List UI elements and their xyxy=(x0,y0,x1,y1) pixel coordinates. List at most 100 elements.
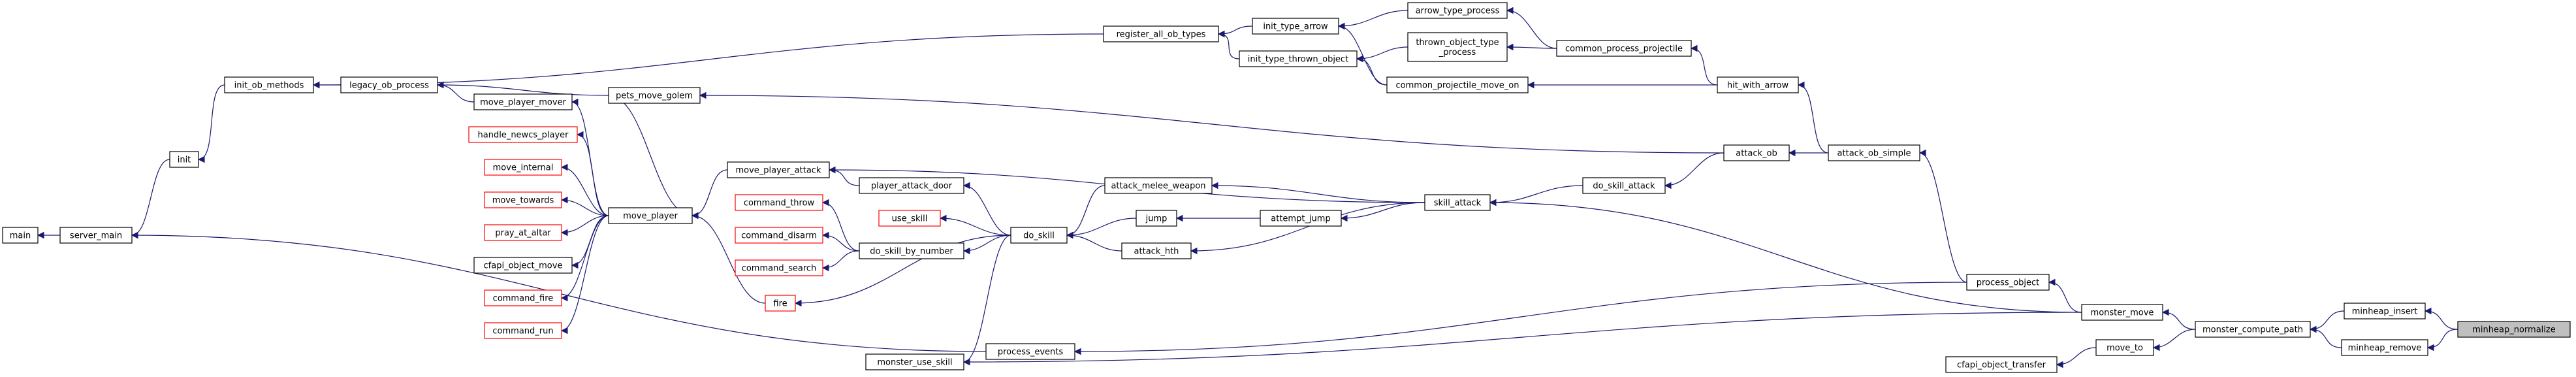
node-cfapi_object_move[interactable]: cfapi_object_move xyxy=(473,257,573,274)
node-do_skill_by_number[interactable]: do_skill_by_number xyxy=(859,242,964,259)
node-label-command_disarm: command_disarm xyxy=(741,231,817,241)
node-process_object[interactable]: process_object xyxy=(1966,274,2050,291)
node-pets_move_golem[interactable]: pets_move_golem xyxy=(608,87,701,104)
node-move_player_mover[interactable]: move_player_mover xyxy=(473,93,573,110)
node-pray_at_altar[interactable]: pray_at_altar xyxy=(484,224,562,241)
node-box-handle_newcs_player xyxy=(468,126,578,143)
node-main[interactable]: main xyxy=(2,227,39,244)
node-hit_with_arrow[interactable]: hit_with_arrow xyxy=(1717,76,1799,93)
node-command_search[interactable]: command_search xyxy=(735,259,823,276)
node-command_fire[interactable]: command_fire xyxy=(484,289,562,306)
node-label-legacy_ob_process: legacy_ob_process xyxy=(349,81,429,91)
node-minheap_insert[interactable]: minheap_insert xyxy=(2344,303,2426,320)
node-label-minheap_normalize: minheap_normalize xyxy=(2472,325,2555,335)
node-init_ob_methods[interactable]: init_ob_methods xyxy=(224,76,314,93)
node-box-attempt_jump xyxy=(1260,210,1342,227)
node-move_player_attack[interactable]: move_player_attack xyxy=(727,161,830,178)
edge-skill_attack-to-attack_hth xyxy=(1190,202,1425,255)
node-label-process_events: process_events xyxy=(998,348,1063,357)
node-label-monster_move: monster_move xyxy=(2091,308,2154,318)
node-label-move_player_mover: move_player_mover xyxy=(480,98,566,108)
node-box-attack_hth xyxy=(1121,242,1192,259)
node-label-thrown_object_type_process: thrown_object_type_process xyxy=(1416,38,1499,57)
edge-init_type_thrown_object-to-register_all_ob_types xyxy=(1217,30,1240,59)
node-command_disarm[interactable]: command_disarm xyxy=(735,227,823,244)
node-label-process_object: process_object xyxy=(1977,278,2040,288)
node-box-init_type_arrow xyxy=(1252,18,1339,35)
edge-init_ob_methods-to-init xyxy=(197,84,225,163)
node-arrow_type_process[interactable]: arrow_type_process xyxy=(1407,2,1508,19)
edge-minheap_normalize-to-minheap_insert xyxy=(2424,307,2458,330)
node-box-init xyxy=(169,151,199,168)
node-box-minheap_remove xyxy=(2341,339,2428,356)
node-box-move_to xyxy=(2095,339,2154,356)
node-label-handle_newcs_player: handle_newcs_player xyxy=(478,131,569,140)
node-box-cfapi_object_transfer xyxy=(1945,356,2058,373)
node-box-thrown_object_type_process xyxy=(1407,32,1508,62)
edge-common_process_projectile-to-arrow_type_process xyxy=(1506,7,1557,49)
edge-process_object-to-attack_ob_simple xyxy=(1918,149,1967,283)
edge-do_skill-to-player_attack_door xyxy=(962,182,1011,236)
node-box-common_projectile_move_on xyxy=(1386,76,1529,93)
node-handle_newcs_player[interactable]: handle_newcs_player xyxy=(468,126,578,143)
node-label-hit_with_arrow: hit_with_arrow xyxy=(1727,81,1789,91)
node-move_player[interactable]: move_player xyxy=(608,207,693,224)
node-server_main[interactable]: server_main xyxy=(59,227,133,244)
node-do_skill[interactable]: do_skill xyxy=(1010,227,1068,244)
node-init_type_arrow[interactable]: init_type_arrow xyxy=(1252,18,1339,35)
node-label-cfapi_object_move: cfapi_object_move xyxy=(484,261,563,271)
node-monster_use_skill[interactable]: monster_use_skill xyxy=(865,353,964,370)
node-label-attempt_jump: attempt_jump xyxy=(1271,214,1330,224)
node-command_throw[interactable]: command_throw xyxy=(735,194,823,211)
edge-do_skill_by_number-to-command_disarm xyxy=(821,231,860,252)
node-thrown_object_type_process[interactable]: thrown_object_type_process xyxy=(1407,32,1508,62)
node-move_towards[interactable]: move_towards xyxy=(484,191,562,208)
node-command_run[interactable]: command_run xyxy=(484,322,562,339)
node-move_internal[interactable]: move_internal xyxy=(484,159,562,176)
node-fire[interactable]: fire xyxy=(765,295,796,312)
node-attempt_jump[interactable]: attempt_jump xyxy=(1260,210,1342,227)
node-attack_ob_simple[interactable]: attack_ob_simple xyxy=(1828,144,1920,161)
node-box-arrow_type_process xyxy=(1407,2,1508,19)
node-box-server_main xyxy=(59,227,133,244)
node-label-move_player: move_player xyxy=(623,212,678,221)
node-skill_attack[interactable]: skill_attack xyxy=(1424,194,1491,211)
node-do_skill_attack[interactable]: do_skill_attack xyxy=(1582,177,1666,194)
edge-attack_ob-to-pets_move_golem xyxy=(699,91,1725,154)
node-common_projectile_move_on[interactable]: common_projectile_move_on xyxy=(1386,76,1529,93)
node-use_skill[interactable]: use_skill xyxy=(878,210,941,227)
node-minheap_remove[interactable]: minheap_remove xyxy=(2341,339,2428,356)
node-box-attack_melee_weapon xyxy=(1104,177,1213,194)
node-monster_move[interactable]: monster_move xyxy=(2081,304,2163,321)
node-box-player_attack_door xyxy=(859,177,964,194)
node-player_attack_door[interactable]: player_attack_door xyxy=(859,177,964,194)
node-box-fire xyxy=(765,295,796,312)
edge-attack_ob_simple-to-hit_with_arrow xyxy=(1797,81,1829,154)
node-register_all_ob_types[interactable]: register_all_ob_types xyxy=(1103,25,1219,42)
node-box-attack_ob xyxy=(1723,144,1790,161)
node-label-command_search: command_search xyxy=(742,264,817,274)
node-process_events[interactable]: process_events xyxy=(985,343,1075,360)
node-common_process_projectile[interactable]: common_process_projectile xyxy=(1556,40,1692,57)
node-init_type_thrown_object[interactable]: init_type_thrown_object xyxy=(1239,50,1358,67)
node-box-command_run xyxy=(484,322,562,339)
node-attack_hth[interactable]: attack_hth xyxy=(1121,242,1192,259)
node-attack_melee_weapon[interactable]: attack_melee_weapon xyxy=(1104,177,1213,194)
node-minheap_normalize[interactable]: minheap_normalize xyxy=(2457,321,2571,338)
node-cfapi_object_transfer[interactable]: cfapi_object_transfer xyxy=(1945,356,2058,373)
node-monster_compute_path[interactable]: monster_compute_path xyxy=(2195,321,2311,338)
node-label-cfapi_object_transfer: cfapi_object_transfer xyxy=(1957,361,2046,370)
edge-monster_move-to-skill_attack xyxy=(1489,199,2082,313)
edge-register_all_ob_types-to-init_ob_methods xyxy=(312,33,1104,89)
node-attack_ob[interactable]: attack_ob xyxy=(1723,144,1790,161)
node-jump[interactable]: jump xyxy=(1136,210,1177,227)
node-box-legacy_ob_process xyxy=(340,76,438,93)
edge-move_player-to-handle_newcs_player xyxy=(576,131,609,216)
node-init[interactable]: init xyxy=(169,151,199,168)
node-label-minheap_insert: minheap_insert xyxy=(2352,307,2418,317)
node-legacy_ob_process[interactable]: legacy_ob_process xyxy=(340,76,438,93)
node-box-attack_ob_simple xyxy=(1828,144,1920,161)
edge-thrown_object_type_process-to-init_type_thrown_object xyxy=(1356,46,1408,63)
node-move_to[interactable]: move_to xyxy=(2095,339,2154,356)
